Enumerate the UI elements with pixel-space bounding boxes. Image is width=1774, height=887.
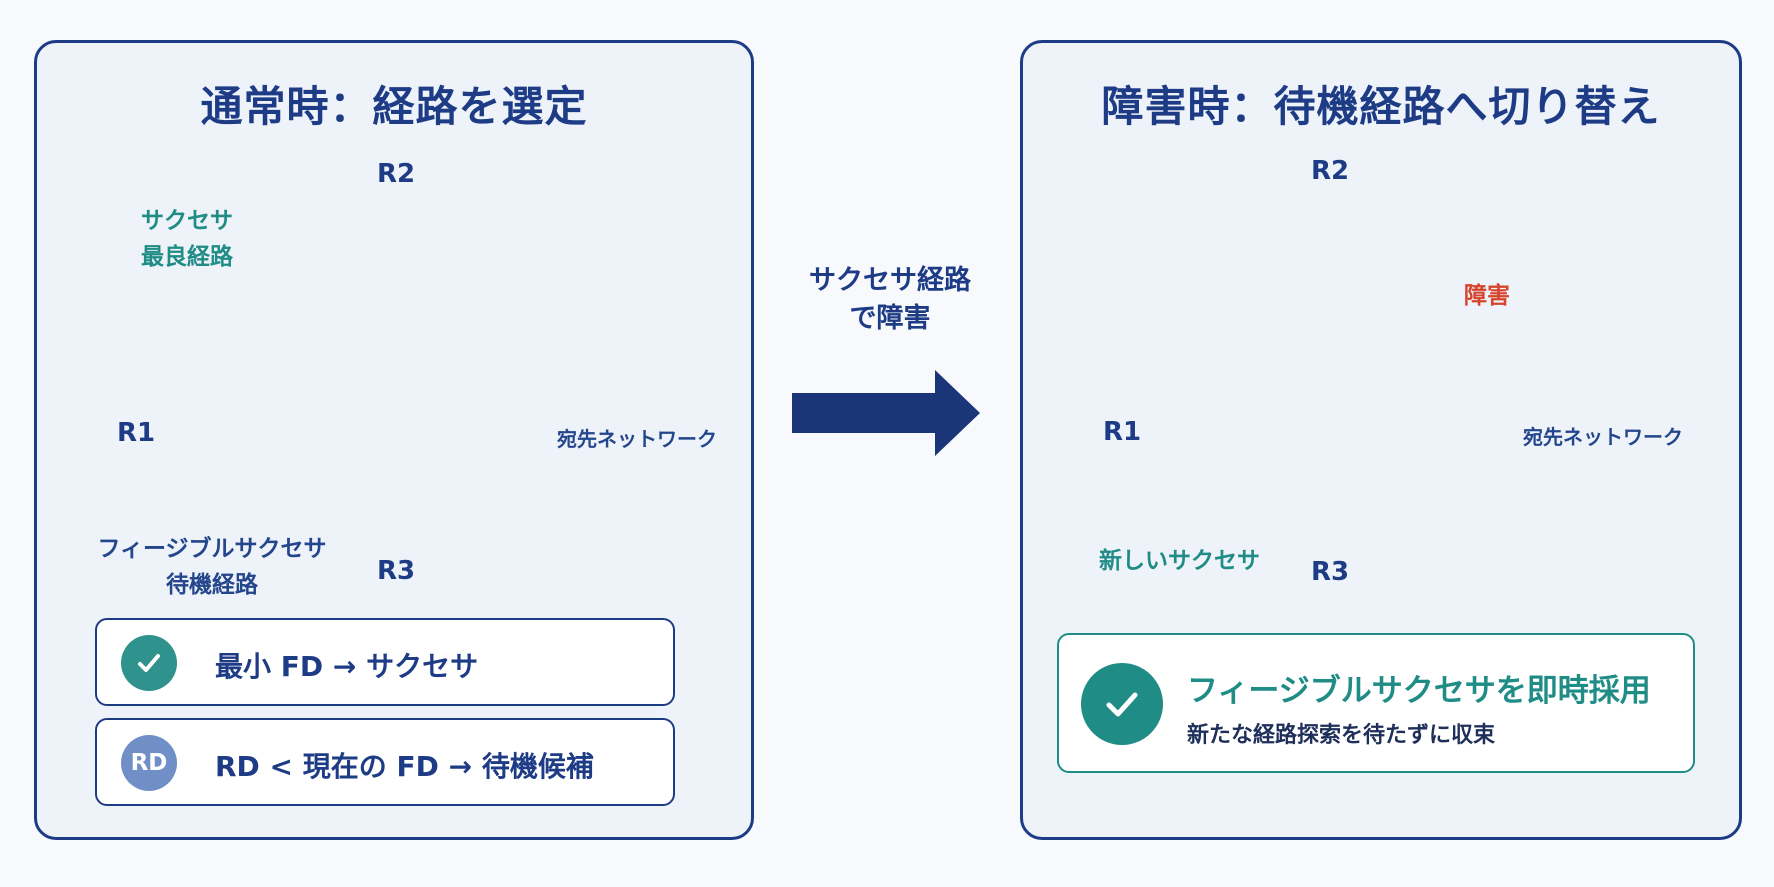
rule-feasible-box: RD RD < 現在の FD → 待機候補 (95, 718, 675, 806)
router-r1-label: R1 (1103, 417, 1142, 447)
result-detail: 新たな経路探索を待たずに収束 (1187, 723, 1496, 748)
transition-arrow-icon (792, 370, 980, 456)
router-r3-label: R3 (1311, 557, 1350, 587)
router-r1-label: R1 (117, 418, 156, 448)
rule-successor-text: 最小 FD → サクセサ (215, 650, 479, 683)
panel-title: 通常時：経路を選定 (200, 82, 588, 131)
transition-label: サクセサ経路 で障害 (809, 265, 971, 334)
successor-label: サクセサ 最良経路 (141, 208, 233, 270)
router-r3-label: R3 (377, 556, 416, 586)
failure-state-panel: 障害時：待機経路へ切り替え R2 R1 R3 障害 新しいサクセサ 宛先ネットワ… (1020, 40, 1742, 840)
new-successor-label: 新しいサクセサ (1099, 548, 1260, 574)
rule-feasible-text: RD < 現在の FD → 待機候補 (215, 750, 594, 783)
rd-badge: RD (121, 735, 177, 791)
destination-network-label: 宛先ネットワーク (1523, 425, 1683, 449)
router-r2-label: R2 (377, 159, 416, 189)
router-r2-label: R2 (1311, 156, 1350, 186)
check-icon (121, 635, 177, 691)
normal-state-panel: 通常時：経路を選定 R2 R1 R3 サクセサ 最良経路 フィージブルサクセサ … (34, 40, 754, 840)
check-icon (1081, 663, 1163, 745)
result-box: フィージブルサクセサを即時採用 新たな経路探索を待たずに収束 (1057, 633, 1695, 773)
feasible-successor-label: フィージブルサクセサ 待機経路 (97, 536, 327, 598)
failure-label: 障害 (1464, 283, 1510, 309)
panel-title: 障害時：待機経路へ切り替え (1101, 82, 1661, 131)
rule-successor-box: 最小 FD → サクセサ (95, 618, 675, 706)
destination-network-label: 宛先ネットワーク (557, 427, 717, 451)
result-headline: フィージブルサクセサを即時採用 (1187, 673, 1651, 709)
